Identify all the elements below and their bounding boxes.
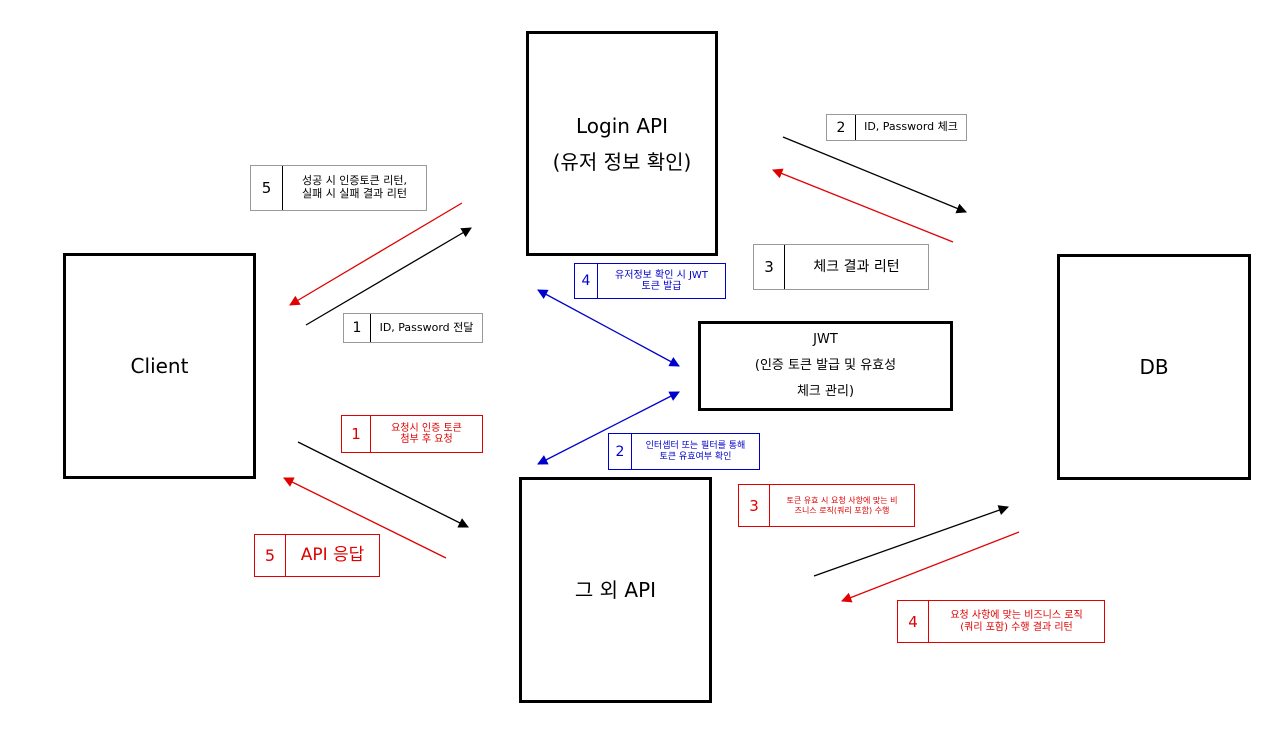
api-step-4-label: 4 요청 사항에 맞는 비즈니스 로직 (쿼리 포함) 수행 결과 리턴 [897, 600, 1105, 643]
jwt-desc-line1: (인증 토큰 발급 및 유효성 [754, 358, 897, 373]
arrow-client-to-other-api [297, 441, 469, 528]
step-text: 체크 결과 리턴 [813, 258, 900, 275]
arrow-client-to-login [305, 227, 472, 326]
step-number: 5 [255, 535, 286, 576]
step-number: 5 [251, 166, 283, 210]
arrow-login-to-db [782, 136, 967, 214]
arrow-other-api-to-client [283, 477, 447, 559]
login-api-box: Login API (유저 정보 확인) [526, 31, 718, 256]
step-number: 2 [609, 434, 632, 469]
step-number: 1 [342, 416, 371, 452]
client-title: Client [130, 354, 189, 378]
login-step-1-label: 1 ID, Password 전달 [343, 313, 483, 343]
login-step-4-label: 4 유저정보 확인 시 JWT 토큰 발급 [574, 263, 726, 299]
api-step-5-label: 5 API 응답 [254, 534, 380, 577]
step-text: ID, Password 체크 [864, 120, 958, 134]
arrow-db-to-login [772, 168, 954, 243]
login-step-5-label: 5 성공 시 인증토큰 리턴, 실패 시 실패 결과 리턴 [250, 165, 427, 211]
login-api-subtitle: (유저 정보 확인) [552, 149, 692, 174]
arrow-login-jwt [537, 289, 680, 367]
jwt-title: JWT [813, 332, 838, 347]
step-number: 3 [739, 485, 770, 526]
other-api-box: 그 외 API [519, 477, 712, 703]
jwt-box: JWT (인증 토큰 발급 및 유효성 체크 관리) [698, 321, 953, 411]
api-step-1-label: 1 요청시 인증 토큰 첨부 후 요청 [341, 415, 483, 453]
arrow-other-api-to-db [813, 505, 1009, 577]
step-text: ID, Password 전달 [379, 320, 474, 334]
login-step-3-label: 3 체크 결과 리턴 [753, 244, 929, 290]
step-number: 1 [344, 314, 371, 342]
login-api-title: Login API [576, 113, 668, 138]
jwt-desc-line2: 체크 관리) [796, 384, 855, 399]
step-text: 요청시 인증 토큰 첨부 후 요청 [391, 422, 462, 446]
arrow-login-to-client [289, 202, 463, 306]
login-step-2-label: 2 ID, Password 체크 [826, 114, 967, 141]
step-number: 2 [827, 115, 856, 140]
step-number: 4 [575, 264, 598, 298]
step-text: 성공 시 인증토큰 리턴, 실패 시 실패 결과 리턴 [301, 174, 408, 200]
step-text: API 응답 [300, 544, 365, 565]
arrow-jwt-other-api [537, 391, 680, 465]
step-text: 인터셉터 또는 필터를 통해 토큰 유효여부 확인 [645, 441, 746, 462]
step-text: 유저정보 확인 시 JWT 토큰 발급 [615, 269, 708, 293]
client-box: Client [63, 253, 256, 479]
arrow-db-to-other-api [841, 531, 1020, 603]
step-text: 토큰 유효 시 요청 사항에 맞는 비 즈니스 로직(쿼리 포함) 수행 [786, 496, 898, 515]
db-title: DB [1139, 355, 1169, 379]
step-text: 요청 사항에 맞는 비즈니스 로직 (쿼리 포함) 수행 결과 리턴 [950, 610, 1083, 633]
step-number: 4 [898, 601, 929, 642]
api-step-2-label: 2 인터셉터 또는 필터를 통해 토큰 유효여부 확인 [608, 433, 760, 470]
other-api-title: 그 외 API [574, 578, 657, 602]
db-box: DB [1057, 254, 1251, 480]
api-step-3-label: 3 토큰 유효 시 요청 사항에 맞는 비 즈니스 로직(쿼리 포함) 수행 [738, 484, 915, 527]
step-number: 3 [754, 245, 785, 289]
